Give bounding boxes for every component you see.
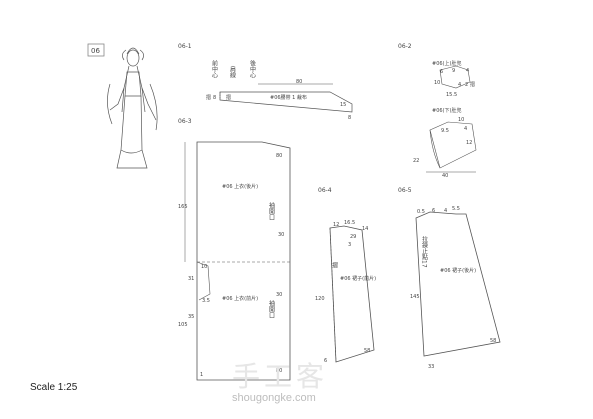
svg-text:10: 10: [201, 264, 207, 270]
svg-text:58: 58: [490, 338, 496, 344]
panel-id-06-5: 06-5: [398, 187, 412, 194]
svg-text:15: 15: [340, 102, 346, 108]
panel-06-1: 06-1 前中心 肩線 後中心 80 摺 8 摺 #06腰帶 1 裁布 15 8: [178, 43, 353, 121]
skirt-back-outline: [415, 211, 501, 357]
skirt-front-label: #06 裙子(前片): [340, 275, 376, 282]
svg-text:5.5: 5.5: [452, 206, 460, 212]
svg-text:摺: 摺: [206, 94, 211, 101]
panel-id-06-4: 06-4: [318, 187, 332, 194]
svg-text:摺: 摺: [470, 81, 475, 88]
svg-text:145: 145: [410, 294, 420, 300]
bib-bottom-label: #06(下)肚兜: [432, 107, 461, 114]
mark-back-center: 後中心: [249, 59, 256, 78]
belt-piece-label: #06腰帶 1 裁布: [270, 94, 307, 101]
svg-text:31: 31: [188, 276, 194, 282]
svg-text:0.5: 0.5: [417, 209, 425, 215]
skirt-back-label: #06 裙子(後片): [440, 267, 476, 274]
svg-text:06: 06: [91, 47, 100, 55]
svg-text:40: 40: [442, 173, 448, 179]
panel-06-2: 06-2 #06(上)肚兜 6 9 4 10 4 2 摺 15.5 #06(下)…: [398, 43, 477, 179]
svg-text:120: 120: [315, 296, 325, 302]
svg-text:4: 4: [458, 82, 461, 88]
svg-text:33: 33: [428, 364, 434, 370]
top-back-number: #06 上衣(後片): [222, 183, 258, 190]
svg-text:80: 80: [296, 79, 302, 85]
watermark-logo: 手工客: [232, 360, 329, 393]
svg-text:105: 105: [178, 322, 188, 328]
svg-text:58: 58: [364, 348, 370, 354]
top-piece-outline: [196, 141, 291, 381]
svg-text:16.5: 16.5: [344, 220, 355, 226]
scale-label: Scale 1:25: [30, 382, 78, 393]
svg-text:3: 3: [348, 242, 351, 248]
figure-tag: 06: [87, 43, 105, 57]
svg-text:4: 4: [444, 208, 447, 214]
svg-text:165: 165: [178, 204, 188, 210]
panel-id-06-3: 06-3: [178, 118, 192, 125]
zipper-stop-note: 拉鍊止點17: [421, 235, 428, 268]
svg-text:8: 8: [213, 95, 216, 101]
svg-text:10: 10: [458, 117, 464, 123]
svg-text:4: 4: [466, 68, 469, 74]
panel-id-06-2: 06-2: [398, 43, 412, 50]
svg-text:6: 6: [440, 69, 443, 75]
svg-text:10: 10: [434, 80, 440, 86]
panel-id-06-1: 06-1: [178, 43, 192, 50]
svg-text:1: 1: [200, 372, 203, 378]
svg-text:35: 35: [188, 314, 194, 320]
svg-text:22: 22: [413, 158, 419, 164]
svg-text:12: 12: [466, 140, 472, 146]
svg-text:29: 29: [350, 234, 356, 240]
svg-text:摺: 摺: [331, 261, 338, 269]
watermark-url: shougongke.com: [232, 392, 316, 404]
svg-text:9.5: 9.5: [441, 128, 449, 134]
svg-text:30: 30: [276, 292, 282, 298]
svg-text:15.5: 15.5: [446, 92, 457, 98]
bib-top-label: #06(上)肚兜: [432, 60, 461, 67]
svg-text:3.5: 3.5: [202, 298, 210, 304]
belt-piece-outline: [219, 91, 353, 113]
svg-text:6: 6: [324, 358, 327, 364]
mark-shoulder-line: 肩線: [229, 65, 236, 78]
svg-text:80: 80: [276, 153, 282, 159]
svg-text:6: 6: [432, 208, 435, 214]
skirt-front-outline: [329, 225, 375, 363]
svg-text:80: 80: [276, 368, 282, 374]
svg-text:12: 12: [333, 222, 339, 228]
cuff-opening-label-2: 袖開口: [268, 299, 275, 319]
panel-06-5: 06-5 0.5 6 4 5.5 拉鍊止點17 145 #06 裙子(後片) 5…: [398, 187, 501, 370]
svg-text:摺: 摺: [226, 94, 231, 101]
svg-text:8: 8: [348, 115, 351, 121]
svg-text:9: 9: [452, 68, 455, 74]
mark-front-center: 前中心: [211, 59, 218, 78]
panel-06-3: 06-3 165 80 #06 上衣(後片) 袖開口 30 10 31 35 3…: [178, 118, 291, 381]
svg-text:4: 4: [464, 126, 467, 132]
cuff-opening-label: 袖開口: [268, 201, 275, 221]
model-figure-illustration: [107, 47, 158, 169]
svg-text:14: 14: [362, 226, 368, 232]
svg-text:30: 30: [278, 232, 284, 238]
panel-06-4: 06-4 12 16.5 14 29 3 摺 120 #06 裙子(前片) 6 …: [315, 187, 376, 364]
svg-text:2: 2: [465, 82, 468, 88]
top-front-number: #06 上衣(前片): [222, 295, 258, 302]
